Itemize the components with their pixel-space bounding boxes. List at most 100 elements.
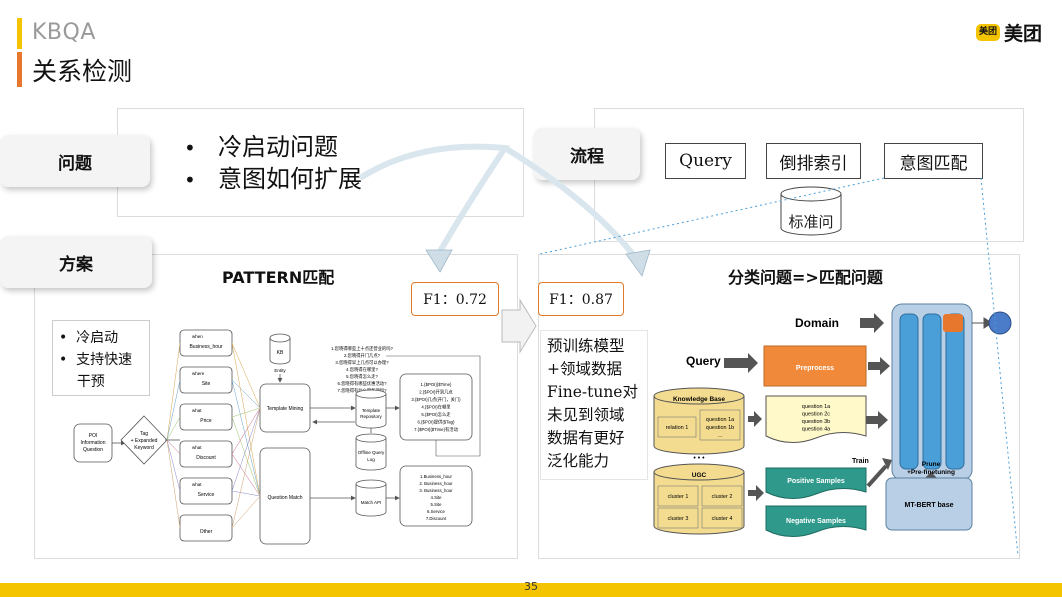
match-api-node — [355, 479, 387, 489]
decision-label: + Expanded — [131, 438, 158, 444]
note-item: • 冷启动 — [59, 330, 119, 346]
note-text: 干预 — [76, 374, 105, 390]
problem-bullets: 冷启动问题 意图如何扩展 — [184, 132, 362, 196]
ugc-node — [653, 463, 745, 481]
offline-log-label: Log — [367, 457, 375, 462]
connector-line — [231, 495, 261, 529]
template-example: 4.{$POI}在哪里 — [421, 404, 451, 411]
intent-keyword: what — [192, 482, 202, 487]
note-item: • 支持快速 — [59, 352, 133, 368]
accent-bar-top — [17, 18, 22, 49]
tab-problem: 问题 — [0, 135, 150, 187]
mt-bert-base-label: MT-BERT base — [904, 502, 953, 509]
doc-question: question 3b — [802, 419, 830, 425]
pattern-notes: • 冷启动 • 支持快速 干预 — [52, 320, 150, 396]
classify-notes: 预训练模型 +领域数据 Fine-tune对 未见到领域 数据有更好 泛化能力 — [540, 330, 648, 480]
preprocess-label: Preprocess — [796, 365, 834, 372]
note-line: 泛化能力 — [547, 452, 610, 470]
problem-bullet-item: 意图如何扩展 — [184, 164, 362, 196]
knowledge-base-label: Knowledge Base — [673, 396, 725, 403]
doc-question: question 2c — [802, 412, 830, 418]
cluster-label: cluster 2 — [712, 494, 733, 500]
question-example: 1.您晓得哪些上十点还营业的吗? — [331, 345, 393, 352]
connector-line — [231, 379, 261, 409]
result-example: 7.Discount — [426, 516, 447, 521]
preprocess-node — [763, 345, 867, 387]
question-examples: 1.您晓得哪些上十点还营业的吗?2.您晓得开门几点?3.您晓得早上几点可以办理?… — [314, 340, 414, 400]
question-list-node — [314, 340, 414, 400]
note-item: 干预 — [59, 371, 132, 393]
decision-label: Tag — [140, 431, 148, 437]
accent-bar-bottom — [17, 52, 22, 87]
query-label: Query — [686, 354, 721, 368]
intent-label: Price — [200, 418, 212, 424]
classify-f1-score: F1：0.87 — [538, 282, 624, 316]
cluster-label: cluster 3 — [668, 516, 689, 522]
note-text: 支持快速 — [76, 352, 133, 368]
result-list-node — [399, 465, 473, 527]
offline-log-label: Offline Query — [358, 450, 385, 455]
template-example: 1.{$POI}{$Time} — [421, 382, 452, 387]
intent-label: Business_hour — [189, 344, 222, 350]
note-line: Fine-tune对 — [547, 383, 638, 401]
note-line: 未见到领域 — [547, 406, 625, 424]
pattern-title: PATTERN匹配 — [222, 268, 335, 287]
connector-line — [231, 379, 261, 497]
connector-line — [166, 439, 181, 492]
match-api-label: Match API — [361, 500, 382, 505]
intent-label: Other — [200, 529, 213, 535]
template-example: 7.{$POI}{$Time}有活动 — [414, 426, 458, 433]
intent-keyword: where — [192, 371, 205, 376]
offline-query-log-node — [355, 433, 387, 443]
poi-label: POI — [89, 433, 98, 439]
flow-step-intent-match: 意图匹配 — [884, 143, 983, 179]
connector-line — [166, 439, 181, 529]
pattern-matching-diagram: POI Information Question Tag + Expanded … — [73, 329, 481, 545]
standard-question-label: 标准问 — [788, 213, 834, 231]
template-repository-node — [355, 389, 387, 399]
template-examples: 1.{$POI}{$Time}2.{$POI}开到几点3.{$POI}几点(开门… — [411, 382, 461, 433]
ellipsis-label: • • • — [693, 455, 705, 462]
decision-label: Keyword — [134, 445, 154, 451]
relation-label: relation 1 — [666, 425, 689, 431]
problem-bullet-item: 冷启动问题 — [184, 132, 362, 164]
poi-label: Question — [83, 447, 103, 453]
negative-samples-node — [765, 505, 867, 537]
pattern-notes-list: • 冷启动 • 支持快速 干预 — [59, 327, 132, 393]
question-example: 4.您晓得在哪里? — [346, 366, 378, 373]
connector-line — [166, 416, 181, 441]
kb-question: question 1b — [706, 425, 734, 431]
question-example: 2.您晓得开门几点? — [344, 352, 381, 359]
connector-line — [231, 453, 261, 497]
logo-badge: 美团 — [975, 24, 1000, 41]
ugc-label: UGC — [692, 472, 707, 479]
result-example: 4.Site — [431, 495, 443, 500]
tab-solution: 方案 — [0, 236, 152, 288]
template-example: 2.{$POI}开到几点 — [419, 389, 453, 396]
prune-label: Prune — [922, 461, 941, 468]
prune-label: +Pre-finetuning — [907, 469, 955, 476]
intent-label: Discount — [196, 455, 216, 461]
note-line: 预训练模型 — [547, 337, 625, 355]
flow-step-inverted-index: 倒排索引 — [766, 143, 861, 179]
cluster-label: cluster 4 — [712, 516, 733, 522]
note-line: 数据有更好 — [547, 429, 625, 447]
kb-cylinder — [269, 333, 291, 343]
intent-label: Service — [198, 492, 215, 498]
question-example: 3.您晓得早上几点可以办理? — [335, 359, 389, 366]
result-example: 5.Site — [431, 502, 443, 507]
note-text: 冷启动 — [76, 330, 119, 346]
connector-line — [231, 407, 261, 529]
intent-label: Site — [202, 381, 211, 387]
connector-line — [231, 490, 261, 497]
result-example: 6.Service — [427, 509, 446, 514]
tag-decision-node — [120, 415, 168, 465]
connector-line — [231, 342, 261, 497]
classify-notes-list: 预训练模型 +领域数据 Fine-tune对 未见到领域 数据有更好 泛化能力 — [547, 335, 638, 473]
positive-samples-label: Positive Samples — [787, 478, 845, 485]
connector-line — [166, 439, 181, 455]
candidate-questions-doc — [765, 395, 867, 443]
domain-arrow-icon — [860, 313, 884, 333]
